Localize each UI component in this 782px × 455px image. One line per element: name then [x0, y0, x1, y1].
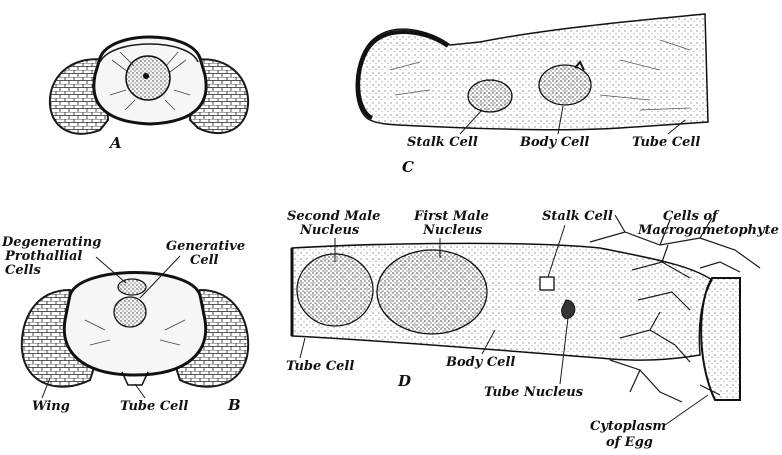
label-first-male-1: First Male	[413, 209, 489, 224]
label-body-cell-c: Body Cell	[519, 135, 589, 150]
label-body-cell-d: Body Cell	[445, 355, 515, 370]
egg-cytoplasm	[701, 278, 740, 400]
label-macro-2: Macrogametophyte	[637, 223, 779, 238]
label-second-male-2: Nucleus	[299, 223, 360, 238]
stalk-cell-d	[540, 277, 554, 290]
label-tube-cell-b: Tube Cell	[120, 399, 188, 414]
label-degenerating-3: Cells	[5, 263, 41, 278]
label-tube-cell-d: Tube Cell	[286, 359, 354, 374]
label-macro-1: Cells of	[663, 209, 720, 224]
panel-label-a: A	[108, 134, 122, 152]
panel-label-d: D	[397, 372, 411, 390]
label-tube-nucleus: Tube Nucleus	[484, 385, 584, 400]
prothallial-cells-b	[118, 279, 146, 295]
pollen-tube-d	[292, 215, 760, 402]
panel-label-c: C	[402, 158, 414, 176]
generative-cell-b	[114, 297, 146, 327]
first-male-nucleus	[377, 250, 487, 334]
second-male-nucleus	[297, 254, 373, 326]
pollen-grain-b	[22, 273, 248, 387]
panel-label-b: B	[227, 396, 241, 414]
label-generative-1: Generative	[166, 239, 245, 254]
label-cytoplasm-1: Cytoplasm	[590, 419, 666, 434]
label-stalk-cell-d: Stalk Cell	[542, 209, 613, 224]
label-first-male-2: Nucleus	[422, 223, 483, 238]
pollen-tube-c	[356, 14, 708, 130]
label-tube-cell-c: Tube Cell	[632, 135, 700, 150]
label-degenerating-2: Prothallial	[4, 249, 82, 264]
pollen-grain-a	[50, 37, 248, 134]
stalk-cell-c	[468, 80, 512, 112]
label-second-male-1: Second Male	[287, 209, 380, 224]
label-cytoplasm-2: of Egg	[606, 435, 653, 450]
label-stalk-cell-c: Stalk Cell	[407, 135, 478, 150]
label-wing-b: Wing	[32, 399, 70, 414]
label-degenerating-1: Degenerating	[1, 235, 101, 250]
label-generative-2: Cell	[190, 253, 219, 268]
body-cell-c	[539, 65, 591, 105]
